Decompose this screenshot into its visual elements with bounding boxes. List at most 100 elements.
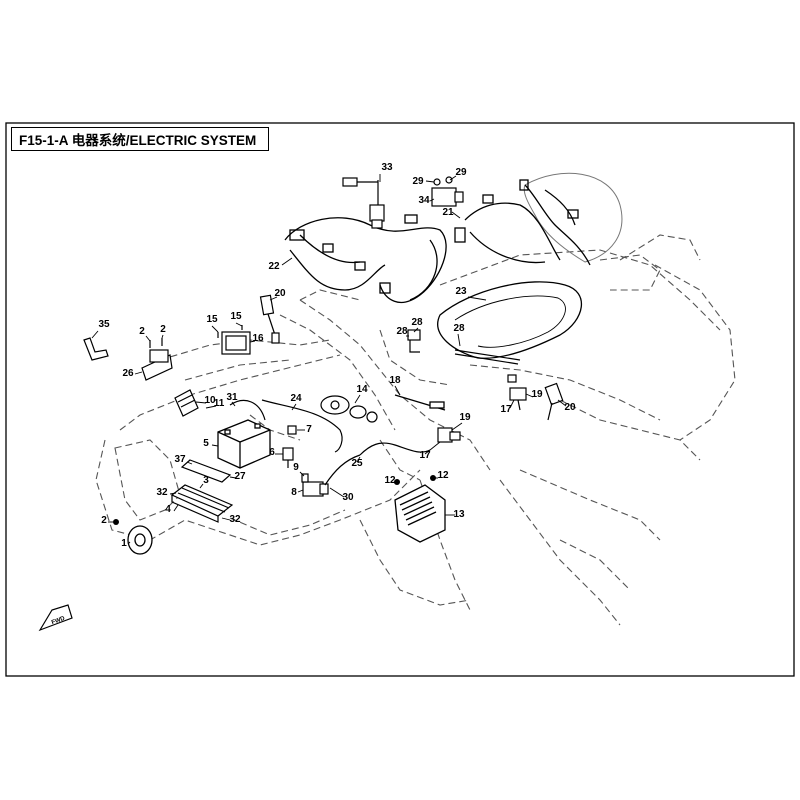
callout-leader-c34 bbox=[429, 198, 435, 202]
main-wiring-harness-22 bbox=[284, 214, 447, 304]
callout-label-c32b: 32 bbox=[229, 514, 241, 525]
switch-part-14 bbox=[320, 395, 378, 423]
callout-label-c17a: 17 bbox=[419, 450, 431, 461]
screw-part-2 bbox=[113, 519, 119, 525]
seat-part-23 bbox=[437, 281, 582, 359]
callout-label-c18: 18 bbox=[389, 375, 401, 386]
callout-leader-c9 bbox=[299, 471, 305, 477]
vehicle-body-outline bbox=[95, 234, 736, 626]
starter-relay-part-10 bbox=[174, 389, 199, 417]
wire-part-25 bbox=[359, 442, 431, 456]
callout-leader-c14 bbox=[354, 394, 361, 404]
ignition-coil-part-20-upper bbox=[259, 294, 280, 344]
callout-label-c20a: 20 bbox=[274, 288, 286, 299]
callout-leader-c28b bbox=[413, 327, 419, 333]
strap-part-6 bbox=[282, 447, 294, 468]
fuse-part-7 bbox=[287, 425, 297, 435]
callout-label-c28a: 28 bbox=[396, 326, 408, 337]
callout-leader-c19b bbox=[525, 393, 534, 398]
callout-leader-c17b bbox=[509, 399, 515, 409]
regulator-part-13 bbox=[394, 484, 446, 543]
callout-label-c8: 8 bbox=[291, 487, 297, 498]
battery-part-5 bbox=[217, 419, 271, 469]
callout-leader-c37 bbox=[186, 461, 193, 465]
callout-label-c26: 26 bbox=[122, 368, 134, 379]
fwd-arrow bbox=[38, 604, 73, 632]
connector-part-33 bbox=[342, 177, 385, 229]
callout-label-c28c: 28 bbox=[453, 323, 465, 334]
callout-leader-c20a bbox=[269, 296, 278, 301]
sensor-part-28 bbox=[407, 329, 421, 353]
callout-label-c6: 6 bbox=[269, 447, 275, 458]
fuse-box-part-3 bbox=[170, 484, 234, 523]
callout-leader-c29b bbox=[449, 175, 457, 181]
solenoid-part-8 bbox=[301, 473, 329, 497]
callout-label-c37: 37 bbox=[174, 454, 186, 465]
callout-label-c28b: 28 bbox=[411, 317, 423, 328]
callout-label-c12b: 12 bbox=[437, 470, 449, 481]
relay-part-34 bbox=[431, 176, 464, 207]
diagram-border bbox=[5, 122, 795, 677]
callout-leader-c21 bbox=[451, 211, 461, 219]
ignition-coil-part-20-lower bbox=[544, 382, 564, 421]
callout-leader-c17a bbox=[424, 441, 441, 455]
callout-leader-c28c bbox=[457, 333, 461, 347]
callout-leader-c25 bbox=[356, 456, 361, 463]
callout-leader-c12a bbox=[393, 481, 398, 484]
callout-label-c2b: 2 bbox=[160, 324, 166, 335]
callout-leader-c35 bbox=[91, 330, 99, 339]
callout-label-c15b: 15 bbox=[230, 311, 242, 322]
wire-part-24 bbox=[261, 399, 343, 453]
callout-label-c10: 10 bbox=[204, 395, 216, 406]
callout-leader-c31 bbox=[231, 401, 236, 407]
callout-leader-c23 bbox=[467, 296, 487, 301]
wire-part-30 bbox=[324, 454, 361, 486]
wire-part-31 bbox=[229, 399, 266, 421]
callout-label-c12a: 12 bbox=[384, 475, 396, 486]
callout-label-c23: 23 bbox=[455, 286, 467, 297]
callout-label-c31: 31 bbox=[226, 392, 238, 403]
callout-leader-c27 bbox=[229, 476, 237, 479]
cable-part-18 bbox=[394, 394, 446, 411]
callout-label-c1: 1 bbox=[121, 538, 127, 549]
callout-leader-c1 bbox=[127, 541, 131, 545]
bracket-part-35 bbox=[83, 337, 109, 361]
callout-label-c27: 27 bbox=[234, 471, 246, 482]
callout-label-c25: 25 bbox=[351, 458, 363, 469]
callout-leader-c16 bbox=[249, 340, 256, 343]
screw-part-12 bbox=[394, 475, 436, 485]
callout-label-c20b: 20 bbox=[564, 402, 576, 413]
fwd-label: FWD bbox=[51, 616, 67, 627]
callout-leader-c10 bbox=[195, 401, 207, 404]
relay-bracket-part-26 bbox=[141, 338, 173, 381]
callout-leader-c11 bbox=[205, 405, 217, 409]
callout-leader-c32a bbox=[169, 492, 177, 495]
callout-leader-c15a bbox=[211, 325, 219, 333]
horn-part-1 bbox=[127, 525, 153, 555]
callout-label-c35: 35 bbox=[98, 319, 110, 330]
callout-leader-c24 bbox=[291, 403, 297, 411]
callout-leader-c20b bbox=[557, 399, 567, 407]
callout-label-c22: 22 bbox=[268, 261, 280, 272]
callout-leader-c8 bbox=[297, 489, 304, 493]
callout-label-c5: 5 bbox=[203, 438, 209, 449]
callout-label-c4: 4 bbox=[165, 504, 171, 515]
callout-leader-c15b bbox=[235, 322, 243, 327]
callout-leader-c2a bbox=[145, 335, 151, 342]
diagram-title: F15-1-A 电器系统/ELECTRIC SYSTEM bbox=[11, 127, 269, 151]
callout-label-c33: 33 bbox=[381, 162, 393, 173]
callout-leader-c5 bbox=[211, 444, 219, 447]
plate-part-37 bbox=[180, 459, 232, 483]
callout-label-c29b: 29 bbox=[455, 167, 467, 178]
callout-label-c3: 3 bbox=[203, 475, 209, 486]
callout-label-c19b: 19 bbox=[531, 389, 543, 400]
callout-leader-c3 bbox=[199, 483, 204, 489]
callout-label-c7: 7 bbox=[306, 424, 312, 435]
callout-label-c24: 24 bbox=[290, 393, 302, 404]
rear-backrest bbox=[523, 172, 623, 263]
callout-leader-c30 bbox=[329, 487, 345, 498]
callout-leader-c32b bbox=[221, 517, 231, 521]
callout-leader-c4 bbox=[173, 504, 179, 512]
